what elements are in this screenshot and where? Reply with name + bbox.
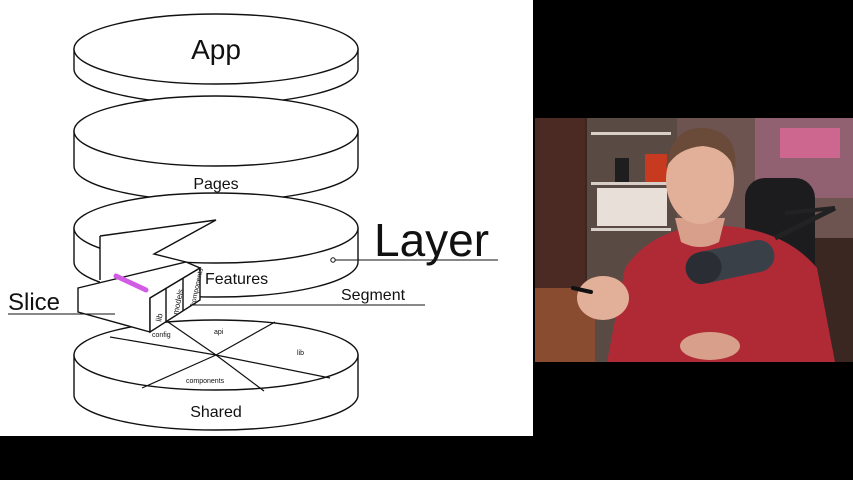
layer-label-shared: Shared bbox=[190, 404, 242, 421]
architecture-slide: App Pages Features Shared Layer Slice Se… bbox=[0, 0, 533, 436]
fsd-layer-diagram: App Pages Features Shared Layer Slice Se… bbox=[0, 0, 533, 436]
presenter-webcam bbox=[535, 118, 853, 362]
callout-segment: Segment bbox=[341, 287, 406, 304]
layer-label-pages: Pages bbox=[193, 176, 238, 193]
shared-segment-api: api bbox=[214, 329, 224, 336]
layer-label-features: Features bbox=[205, 271, 268, 288]
callout-slice: Slice bbox=[8, 289, 60, 316]
layer-leader-dot bbox=[331, 258, 335, 262]
shared-segment-config: config bbox=[152, 332, 171, 339]
shared-segment-components: components bbox=[186, 378, 225, 385]
layer-label-app: App bbox=[191, 34, 241, 65]
shared-segment-lib: lib bbox=[297, 350, 304, 357]
presenter-video-frame bbox=[535, 118, 853, 362]
callout-layer: Layer bbox=[374, 214, 489, 266]
